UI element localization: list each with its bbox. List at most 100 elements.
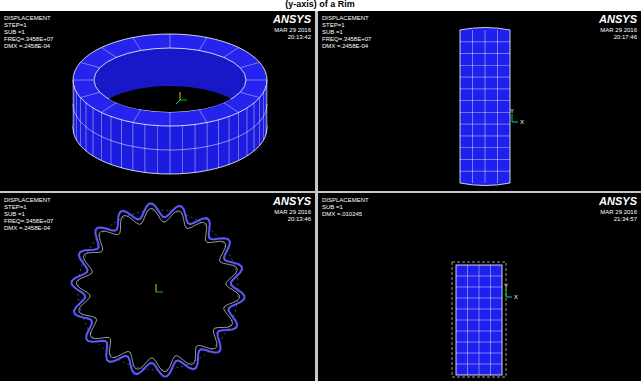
plot-date: MAR 29 2016 — [600, 209, 637, 216]
side-rect — [456, 265, 502, 375]
panel-divider — [315, 11, 318, 381]
axis-letter: X — [520, 119, 524, 126]
plot-info: DMX =.2458E-04 — [4, 225, 50, 232]
mesh-line — [456, 342, 502, 343]
mesh-line — [460, 135, 510, 136]
ansys-logo: ANSYS — [273, 13, 311, 25]
mesh-line — [456, 309, 502, 310]
mesh-line — [133, 110, 141, 123]
plot-date: MAR 29 2016 — [600, 27, 637, 34]
mesh-line — [224, 47, 239, 57]
mesh-line — [73, 104, 267, 150]
plot-info: DMX =.010245 — [322, 211, 362, 218]
viewport-panel — [0, 193, 315, 381]
plot-info: SUB =1 — [322, 29, 343, 36]
mesh-line — [170, 112, 171, 126]
mesh-line — [101, 47, 116, 57]
mesh-line — [133, 38, 141, 51]
plot-info: DMX =.2458E-04 — [4, 43, 50, 50]
plot-time: 20:13:42 — [288, 34, 311, 41]
mesh-line — [240, 92, 259, 97]
undeformed-circle — [78, 210, 238, 370]
plot-info: FREQ=.3458E+07 — [4, 36, 53, 43]
rim-mode-shape — [72, 204, 245, 377]
figure-caption: (y-axis) of a Rim — [285, 0, 355, 10]
plot-info: DISPLACEMENT — [322, 15, 369, 22]
side-mesh — [456, 265, 502, 375]
axis-letter: X — [514, 294, 518, 301]
axis-triad — [506, 289, 512, 297]
axis-letter: Y — [504, 283, 508, 290]
mesh-line — [460, 112, 510, 113]
plot-date: MAR 29 2016 — [274, 27, 311, 34]
mesh-line — [199, 38, 207, 51]
plot-info: STEP=1 — [322, 22, 345, 29]
mesh-line — [456, 353, 502, 354]
plot-info: SUB =1 — [322, 204, 343, 211]
ansys-logo: ANSYS — [599, 13, 637, 25]
mesh-line — [80, 62, 99, 67]
mesh-line — [460, 171, 510, 172]
ansys-logo: ANSYS — [599, 195, 637, 207]
viewport-panel — [318, 11, 641, 191]
mesh-line — [460, 41, 510, 42]
mesh-line — [456, 331, 502, 332]
mesh-line — [460, 124, 510, 125]
mesh-line — [460, 159, 510, 160]
plot-time: 21:34:57 — [614, 216, 637, 223]
mesh-line — [170, 34, 171, 48]
mesh-line — [101, 103, 116, 113]
rim-side-view — [460, 28, 510, 186]
axis-triad — [176, 92, 187, 104]
plot-info: SUB =1 — [4, 211, 25, 218]
plot-info: DISPLACEMENT — [322, 197, 369, 204]
mesh-line — [456, 276, 502, 277]
plot-info: FREQ=.3458E+07 — [322, 36, 371, 43]
deformed-ring-edge — [77, 209, 240, 372]
mesh-line — [460, 100, 510, 101]
axis-triad — [156, 284, 163, 292]
mesh-line — [246, 80, 267, 81]
ansys-logo: ANSYS — [273, 195, 311, 207]
plot-info: DMX =.2458E-04 — [322, 43, 368, 50]
mesh-line — [460, 65, 510, 66]
mesh-line — [497, 30, 498, 183]
mesh-line — [199, 110, 207, 123]
deformed-ring — [72, 204, 245, 377]
rim-side-view-2 — [452, 262, 506, 377]
rim-ring-3d — [73, 34, 267, 174]
plot-info: STEP=1 — [4, 22, 27, 29]
side-mesh — [460, 30, 510, 183]
mesh-line — [485, 30, 486, 183]
plot-info: STEP=1 — [4, 204, 27, 211]
plot-info: DISPLACEMENT — [4, 15, 51, 22]
mesh-line — [456, 298, 502, 299]
plot-info: SUB =1 — [4, 29, 25, 36]
viewport-panel — [0, 11, 315, 191]
mesh-line — [224, 103, 239, 113]
mesh-line — [460, 53, 510, 54]
mesh-line — [456, 320, 502, 321]
plot-info: FREQ=.3458E+07 — [4, 218, 53, 225]
side-rect — [460, 28, 510, 186]
ring-top — [73, 34, 267, 126]
plot-time: 20:17:46 — [614, 34, 637, 41]
mesh-line — [73, 80, 94, 81]
viewport-panel — [318, 193, 641, 381]
plot-info: DISPLACEMENT — [4, 197, 51, 204]
mesh-line — [460, 77, 510, 78]
undeformed-outline — [452, 262, 506, 377]
mesh-line — [456, 364, 502, 365]
mesh-line — [460, 88, 510, 89]
mesh-line — [240, 62, 259, 67]
mesh-line — [460, 147, 510, 148]
mesh-line — [456, 287, 502, 288]
axis-triad — [512, 114, 518, 122]
axis-letter: Y — [510, 108, 514, 115]
panel-divider — [0, 191, 641, 193]
mesh-line — [472, 30, 473, 183]
mesh-line — [80, 92, 99, 97]
plot-date: MAR 29 2016 — [274, 209, 311, 216]
